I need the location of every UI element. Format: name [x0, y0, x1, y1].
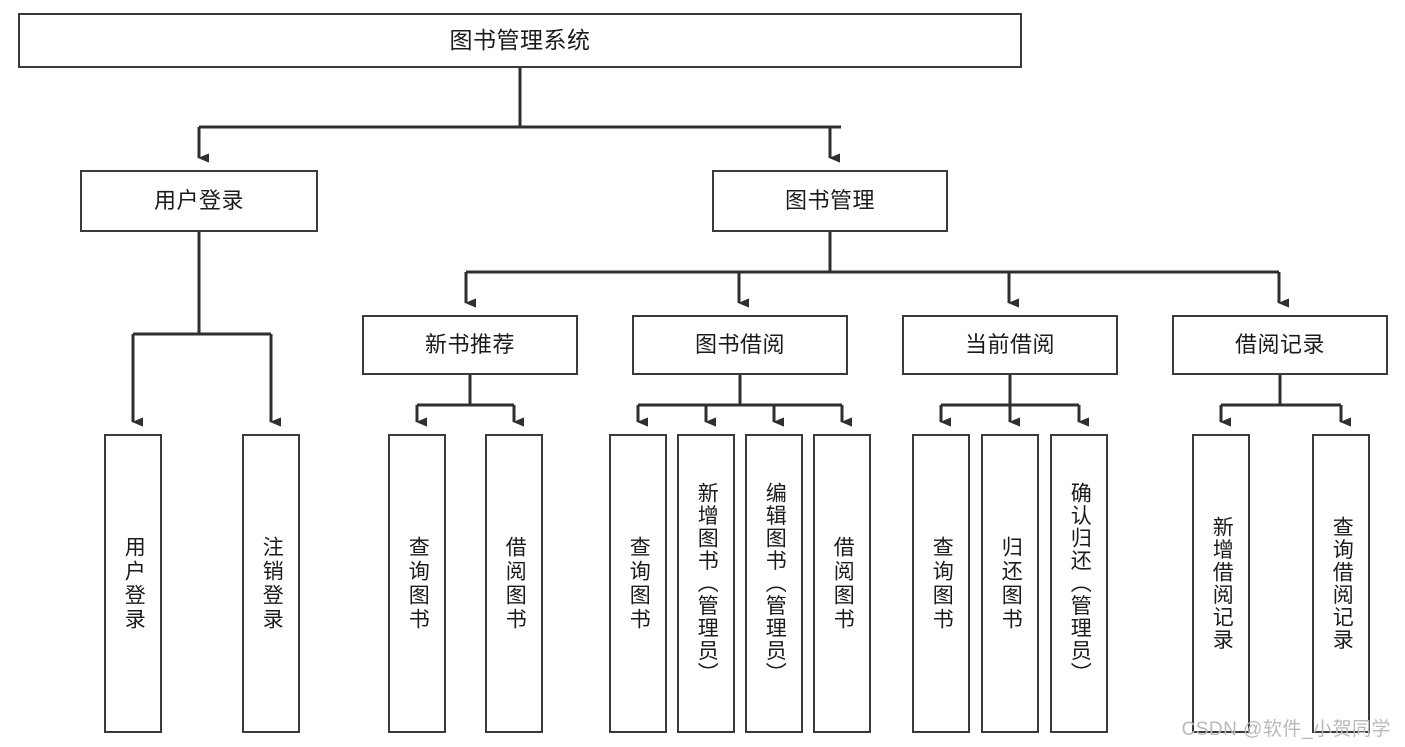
node-label: 归还图书 [999, 535, 1023, 632]
node-label: 编辑图书（管理员） [763, 482, 787, 685]
node-label: 新增借阅记录 [1210, 516, 1234, 651]
node-label: 图书管理系统 [449, 27, 591, 54]
node-label: 图书借阅 [694, 332, 785, 358]
node-label: 查询图书 [406, 535, 430, 632]
node-user-login[interactable]: 用户登录 [80, 170, 318, 232]
node-label: 确认归还（管理员） [1068, 482, 1092, 685]
leaf-add-borrow-record[interactable]: 新增借阅记录 [1192, 434, 1250, 733]
leaf-query-book-borrow[interactable]: 查询图书 [609, 434, 667, 733]
node-label: 用户登录 [122, 535, 146, 632]
leaf-query-book-current[interactable]: 查询图书 [912, 434, 970, 733]
leaf-add-book-admin[interactable]: 新增图书（管理员） [677, 434, 735, 733]
node-label: 用户登录 [153, 188, 244, 214]
leaf-edit-book-admin[interactable]: 编辑图书（管理员） [745, 434, 803, 733]
node-label: 借阅图书 [503, 535, 527, 632]
node-label: 新书推荐 [424, 332, 515, 358]
node-label: 查询图书 [627, 535, 651, 632]
node-borrow-record[interactable]: 借阅记录 [1172, 315, 1388, 375]
node-current-borrow[interactable]: 当前借阅 [902, 315, 1118, 375]
node-book-borrow[interactable]: 图书借阅 [632, 315, 848, 375]
node-book-management[interactable]: 图书管理 [712, 170, 948, 232]
leaf-user-login[interactable]: 用户登录 [104, 434, 162, 733]
node-label: 当前借阅 [964, 332, 1055, 358]
node-label: 借阅图书 [831, 535, 855, 632]
node-label: 查询图书 [930, 535, 954, 632]
node-label: 借阅记录 [1234, 332, 1325, 358]
node-new-book-recommend[interactable]: 新书推荐 [362, 315, 578, 375]
node-label: 查询借阅记录 [1330, 516, 1354, 651]
node-label: 注销登录 [260, 535, 284, 632]
node-label: 图书管理 [784, 188, 875, 214]
node-label: 新增图书（管理员） [695, 482, 719, 685]
leaf-borrow-book-recommend[interactable]: 借阅图书 [485, 434, 543, 733]
node-root[interactable]: 图书管理系统 [18, 13, 1022, 68]
leaf-query-book-recommend[interactable]: 查询图书 [388, 434, 446, 733]
leaf-confirm-return-admin[interactable]: 确认归还（管理员） [1050, 434, 1108, 733]
leaf-return-book[interactable]: 归还图书 [981, 434, 1039, 733]
leaf-query-borrow-record[interactable]: 查询借阅记录 [1312, 434, 1370, 733]
leaf-logout[interactable]: 注销登录 [242, 434, 300, 733]
leaf-borrow-book[interactable]: 借阅图书 [813, 434, 871, 733]
